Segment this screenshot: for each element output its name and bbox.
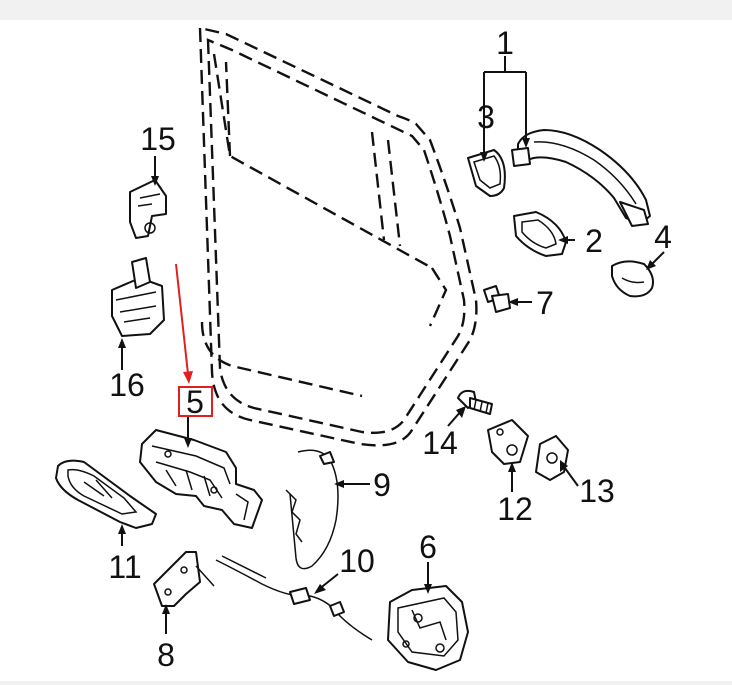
callout-14: 14 [422,425,458,461]
part-12-plate [487,419,529,465]
part-1-outside-handle [511,129,651,227]
highlight-annotation [175,263,213,417]
callout-15: 15 [140,121,176,157]
part-13-gasket [535,435,569,481]
callout-1: 1 [496,25,514,61]
callout-12: 12 [497,491,533,527]
callout-13: 13 [579,473,615,509]
diagram-canvas: 1 3 2 4 7 15 16 5 14 9 12 13 6 10 11 8 [0,20,732,681]
callout-2: 2 [585,223,603,259]
part-7-bolt [483,285,511,313]
part-9-cable [285,449,339,570]
callout-8: 8 [157,637,175,673]
part-6-latch [387,585,469,671]
arrowheads [118,138,656,614]
part-11-inside-handle [55,459,157,529]
callout-16: 16 [109,367,145,403]
parts-diagram: 1 3 2 4 7 15 16 5 14 9 12 13 6 10 11 8 [55,25,672,673]
callout-7: 7 [536,285,554,321]
part-10-cable [215,555,373,641]
callout-5: 5 [186,384,204,420]
part-2-bezel [513,211,567,257]
part-4-cap [611,260,654,298]
part-3-gasket [467,149,506,197]
callout-3: 3 [477,99,495,135]
callout-4: 4 [654,219,672,255]
callout-9: 9 [373,467,391,503]
callout-10: 10 [339,543,375,579]
callout-labels: 1 3 2 4 7 15 16 5 14 9 12 13 6 10 11 8 [108,25,672,673]
callout-11: 11 [108,549,141,585]
callout-6: 6 [419,529,437,565]
part-8-bracket [153,551,215,607]
door-outline [198,26,478,447]
part-5-housing [139,429,263,529]
part-14-screw [457,389,493,415]
part-15-bracket [129,179,167,239]
part-16-striker [111,257,165,337]
highlight-box [178,386,213,417]
